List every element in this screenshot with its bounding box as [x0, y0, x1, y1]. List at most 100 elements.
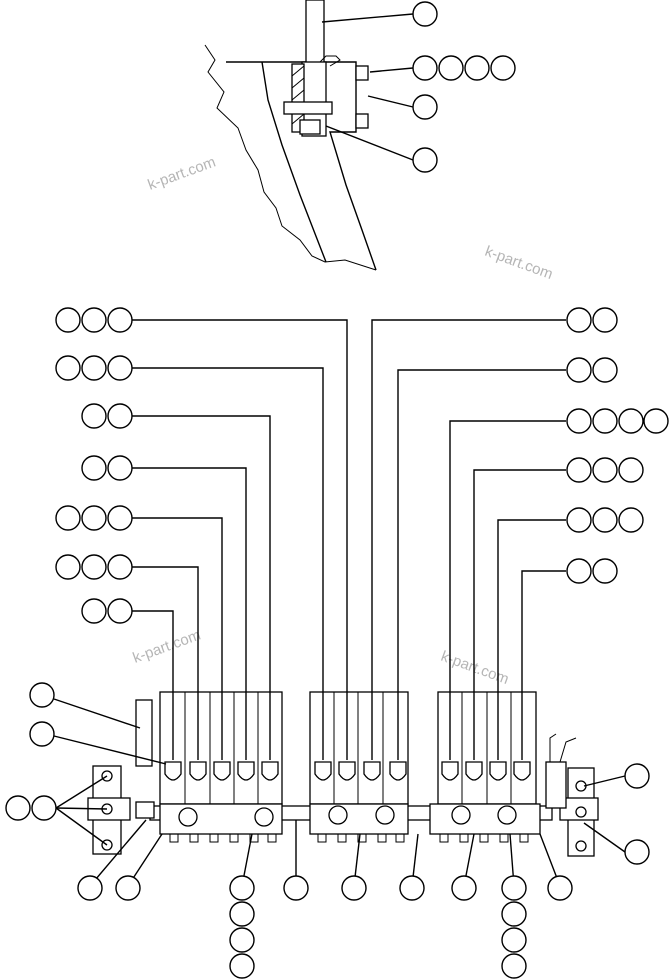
bolt-head: [254, 807, 274, 827]
callout-balloon: [566, 357, 592, 383]
callout-balloon: [592, 357, 618, 383]
callout-balloon: [229, 875, 255, 901]
nut-right-bottom: [355, 113, 369, 129]
callout-balloon: [55, 307, 81, 333]
leader-line: [325, 125, 414, 161]
bottom-bolt: [299, 119, 321, 135]
nut-right-top: [355, 65, 369, 81]
callout-balloon: [29, 682, 55, 708]
valve-section-left: [159, 691, 283, 805]
callout-balloon: [451, 875, 477, 901]
leader-line: [369, 67, 414, 73]
leader-line: [55, 807, 108, 846]
callout-balloon: [81, 505, 107, 531]
spool-knob: [363, 761, 381, 781]
left-leaders: [132, 319, 348, 760]
switch-wires: [549, 733, 577, 763]
callout-balloon: [107, 598, 133, 624]
leader-line: [583, 775, 626, 787]
lever-rod: [305, 0, 325, 65]
bolt-head: [178, 807, 198, 827]
callout-balloon: [81, 554, 107, 580]
break-line: [204, 44, 377, 271]
callout-balloon: [107, 307, 133, 333]
spool-knob: [338, 761, 356, 781]
callout-balloon: [592, 507, 618, 533]
watermark-text: k-part.com: [146, 154, 218, 194]
base-teeth: [169, 834, 529, 843]
left-fitting: [135, 801, 155, 819]
leader-line: [449, 420, 566, 760]
callout-balloon: [624, 839, 650, 865]
leader-line: [497, 519, 566, 760]
bracket-outline: [226, 61, 377, 271]
callout-balloon: [618, 408, 644, 434]
leader-line: [132, 415, 271, 760]
spool-knob: [441, 761, 459, 781]
callout-balloon: [55, 505, 81, 531]
callout-balloon: [566, 457, 592, 483]
hatch-lines: [291, 65, 305, 125]
callout-balloon: [81, 307, 107, 333]
callout-balloon: [81, 403, 107, 429]
callout-balloon: [624, 763, 650, 789]
leader-line: [89, 819, 147, 887]
spool-knob: [389, 761, 407, 781]
leader-line: [53, 735, 167, 765]
callout-balloon: [55, 554, 81, 580]
callout-balloon: [592, 307, 618, 333]
bolt-head: [451, 805, 471, 825]
callout-balloon: [566, 408, 592, 434]
callout-balloon: [412, 94, 438, 120]
callout-balloon: [229, 901, 255, 927]
leader-line: [132, 610, 174, 760]
spool-knob: [513, 761, 531, 781]
callout-balloon: [547, 875, 573, 901]
callout-balloon: [501, 927, 527, 953]
callout-balloon: [77, 875, 103, 901]
bolt-head: [375, 805, 395, 825]
leader-line: [132, 319, 348, 760]
valve-knobs: [164, 761, 531, 781]
callout-balloon: [107, 403, 133, 429]
callout-balloon: [618, 457, 644, 483]
callout-balloon: [283, 875, 309, 901]
callout-balloon: [412, 147, 438, 173]
nut-block: [283, 101, 333, 115]
valve-bank: [87, 691, 599, 857]
leader-line: [132, 467, 247, 760]
upper-leaders: [321, 13, 414, 161]
spool-knob: [465, 761, 483, 781]
leader-line: [521, 570, 566, 760]
leader-line: [55, 807, 108, 810]
callout-balloon: [107, 455, 133, 481]
spool-knob: [314, 761, 332, 781]
callout-balloon: [81, 598, 107, 624]
callout-balloon: [592, 408, 618, 434]
callout-balloon: [592, 457, 618, 483]
callout-balloon: [5, 795, 31, 821]
leader-line: [371, 319, 566, 760]
bolt-head: [328, 805, 348, 825]
bolt-head: [497, 805, 517, 825]
watermark-text: k-part.com: [483, 243, 555, 283]
leader-line: [132, 566, 199, 760]
callout-balloon: [412, 55, 438, 81]
leader-line: [132, 367, 324, 760]
right-switch: [545, 761, 567, 809]
callout-balloon: [618, 507, 644, 533]
callout-balloons: [5, 1, 669, 979]
upper-lever-assembly: [204, 0, 377, 271]
spool-knob: [237, 761, 255, 781]
callout-balloon: [107, 355, 133, 381]
callout-balloon: [566, 507, 592, 533]
callout-balloon: [29, 721, 55, 747]
callout-balloon: [438, 55, 464, 81]
leader-line: [473, 469, 566, 760]
callout-balloon: [81, 455, 107, 481]
spool-knob: [213, 761, 231, 781]
watermark-text: k-part.com: [131, 627, 203, 667]
callout-balloon: [412, 1, 438, 27]
leader-line: [367, 95, 414, 108]
callout-balloon: [55, 355, 81, 381]
